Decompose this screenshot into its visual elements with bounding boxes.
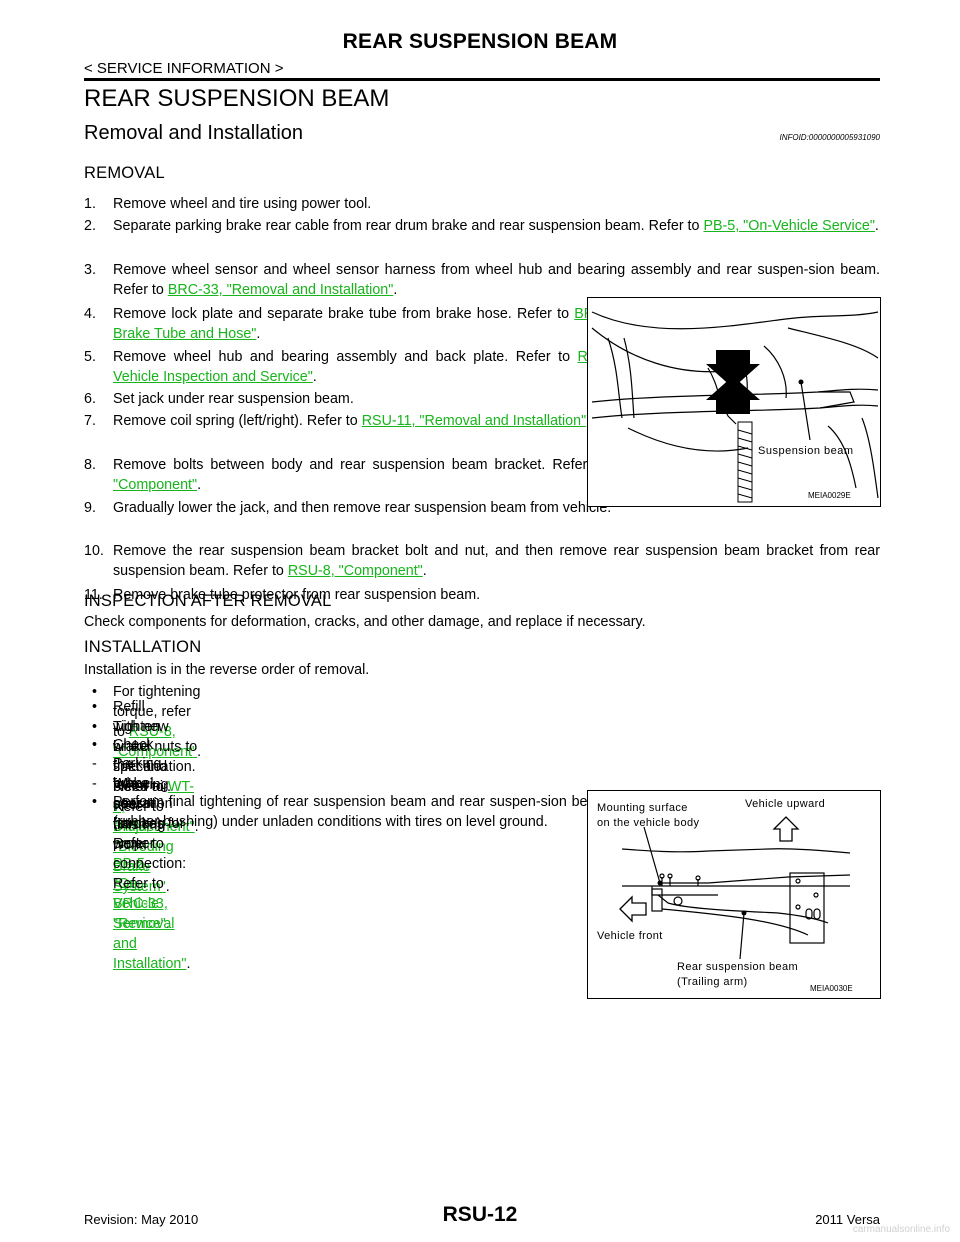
bullet: • <box>92 719 98 735</box>
step-text: Remove wheel sensor and wheel sensor har… <box>113 262 880 298</box>
label-beam-line2: (Trailing arm) <box>677 976 748 988</box>
item-text: For tightening torque, refer to <box>113 684 201 740</box>
step-text: Remove coil spring (left/right). Refer t… <box>113 413 362 429</box>
link-brc-33[interactable]: BRC-33, "Removal and Installation" <box>113 896 187 972</box>
figure1-label: Suspension beam <box>758 445 854 457</box>
bullet: • <box>92 684 98 700</box>
item-text: Parking brake operation (stroke): Refer … <box>113 756 173 852</box>
link-brc-33[interactable]: BRC-33, "Removal and Installation" <box>167 282 394 298</box>
link-wt-7[interactable]: WT-7, "Adjustment" <box>113 779 195 835</box>
vehicle-front-arrow-icon <box>619 895 647 923</box>
link-rsu-8[interactable]: RSU-8, "Component" <box>287 563 423 579</box>
figure1-id: MEIA0029E <box>808 491 851 500</box>
link-br-9[interactable]: BR-9, "Bleeding Brake System" <box>113 819 174 895</box>
punct: . <box>165 879 170 895</box>
watermark: carmanualsonline.info <box>852 1224 950 1235</box>
bullet: • <box>92 699 98 715</box>
label-mount-line2: on the vehicle body <box>597 817 700 829</box>
step-number: 8. <box>84 457 96 473</box>
dash: - <box>92 776 97 792</box>
step-text: Set jack under rear suspension beam. <box>113 391 354 407</box>
step-number: 1. <box>84 196 96 212</box>
installation-heading: INSTALLATION <box>84 638 202 656</box>
section-title: Removal and Installation <box>84 122 304 144</box>
bullet: • <box>92 794 98 810</box>
breadcrumb: < SERVICE INFORMATION > <box>84 60 284 77</box>
punct: . <box>393 282 398 298</box>
step-text: Remove brake tube protector from rear su… <box>113 587 481 603</box>
punct: . <box>165 916 170 932</box>
punct: . <box>874 218 879 234</box>
punct: . <box>197 744 202 760</box>
punct: . <box>422 563 427 579</box>
suspension-beam-illustration <box>591 311 879 503</box>
installation-intro: Installation is in the reverse order of … <box>84 662 370 678</box>
dash: - <box>92 756 97 772</box>
punct: . <box>186 956 191 972</box>
up-arrow-icon <box>706 376 760 414</box>
item-text: Perform final tightening of rear suspens… <box>113 794 659 830</box>
step-number: 3. <box>84 262 96 278</box>
down-arrow-icon <box>706 350 760 388</box>
item-text: Tighten wheel nuts to specification. Ref… <box>113 719 198 795</box>
figure2-id: MEIA0030E <box>810 984 853 993</box>
step-text: Remove the rear suspension beam bracket … <box>113 543 880 579</box>
item-text: Wheel sensor harness for proper connecti… <box>113 776 187 892</box>
figure-suspension-beam: Suspension beam MEIA0029E <box>587 297 881 507</box>
inspection-heading: INSPECTION AFTER REMOVAL <box>84 592 332 610</box>
step-text: Remove wheel hub and bearing assembly an… <box>113 349 578 365</box>
link-rsu-8[interactable]: RSU-8, "Component" <box>113 724 198 760</box>
step-text: Remove wheel and tire using power tool. <box>113 196 372 212</box>
step-text: Gradually lower the jack, and then remov… <box>113 500 612 516</box>
link-pb-5[interactable]: PB-5, "On-Vehicle Service" <box>113 856 166 932</box>
label-beam-line1: Rear suspension beam <box>677 961 799 973</box>
step-text: Separate parking brake rear cable from r… <box>113 218 704 234</box>
page-number: RSU-12 <box>442 1203 518 1226</box>
label-vehicle-front: Vehicle front <box>597 930 663 942</box>
step-number: 4. <box>84 306 96 322</box>
item-text: Check the following after finishing work… <box>113 737 169 853</box>
step-number: 5. <box>84 349 96 365</box>
page-title: REAR SUSPENSION BEAM <box>84 85 390 112</box>
step-text: Remove bolts between body and rear suspe… <box>113 457 614 473</box>
vehicle-upward-arrow-icon <box>772 816 800 842</box>
punct: . <box>197 477 202 493</box>
punct: . <box>194 819 199 835</box>
step-number: 9. <box>84 500 96 516</box>
step-text: Remove lock plate and separate brake tub… <box>113 306 575 322</box>
step-number: 10. <box>84 543 104 559</box>
punct: . <box>256 326 261 342</box>
inspection-text: Check components for deformation, cracks… <box>84 614 646 630</box>
step-number: 11. <box>84 587 103 603</box>
model-year: 2011 Versa <box>815 1212 880 1227</box>
bullet: • <box>92 737 98 753</box>
beam-orientation-illustration <box>619 816 851 960</box>
header-title: REAR SUSPENSION BEAM <box>342 30 618 53</box>
label-mount-line1: Mounting surface <box>597 802 688 814</box>
link-pb-5[interactable]: PB-5, "On-Vehicle Service" <box>703 218 875 234</box>
header-rule <box>84 78 880 81</box>
revision-date: Revision: May 2010 <box>84 1212 199 1227</box>
label-vehicle-upward: Vehicle upward <box>745 798 826 810</box>
punct: . <box>312 369 317 385</box>
figure-beam-orientation: Mounting surface on the vehicle body Veh… <box>587 790 881 999</box>
item-text: Refill with new brake fluid and bleed ai… <box>113 699 172 815</box>
removal-heading: REMOVAL <box>84 164 165 182</box>
step-number: 7. <box>84 413 96 429</box>
link-rsu-11[interactable]: RSU-11, "Removal and Installation" <box>361 413 587 429</box>
info-id: INFOID:0000000005931090 <box>779 133 880 142</box>
step-number: 6. <box>84 391 96 407</box>
step-number: 2. <box>84 218 96 234</box>
